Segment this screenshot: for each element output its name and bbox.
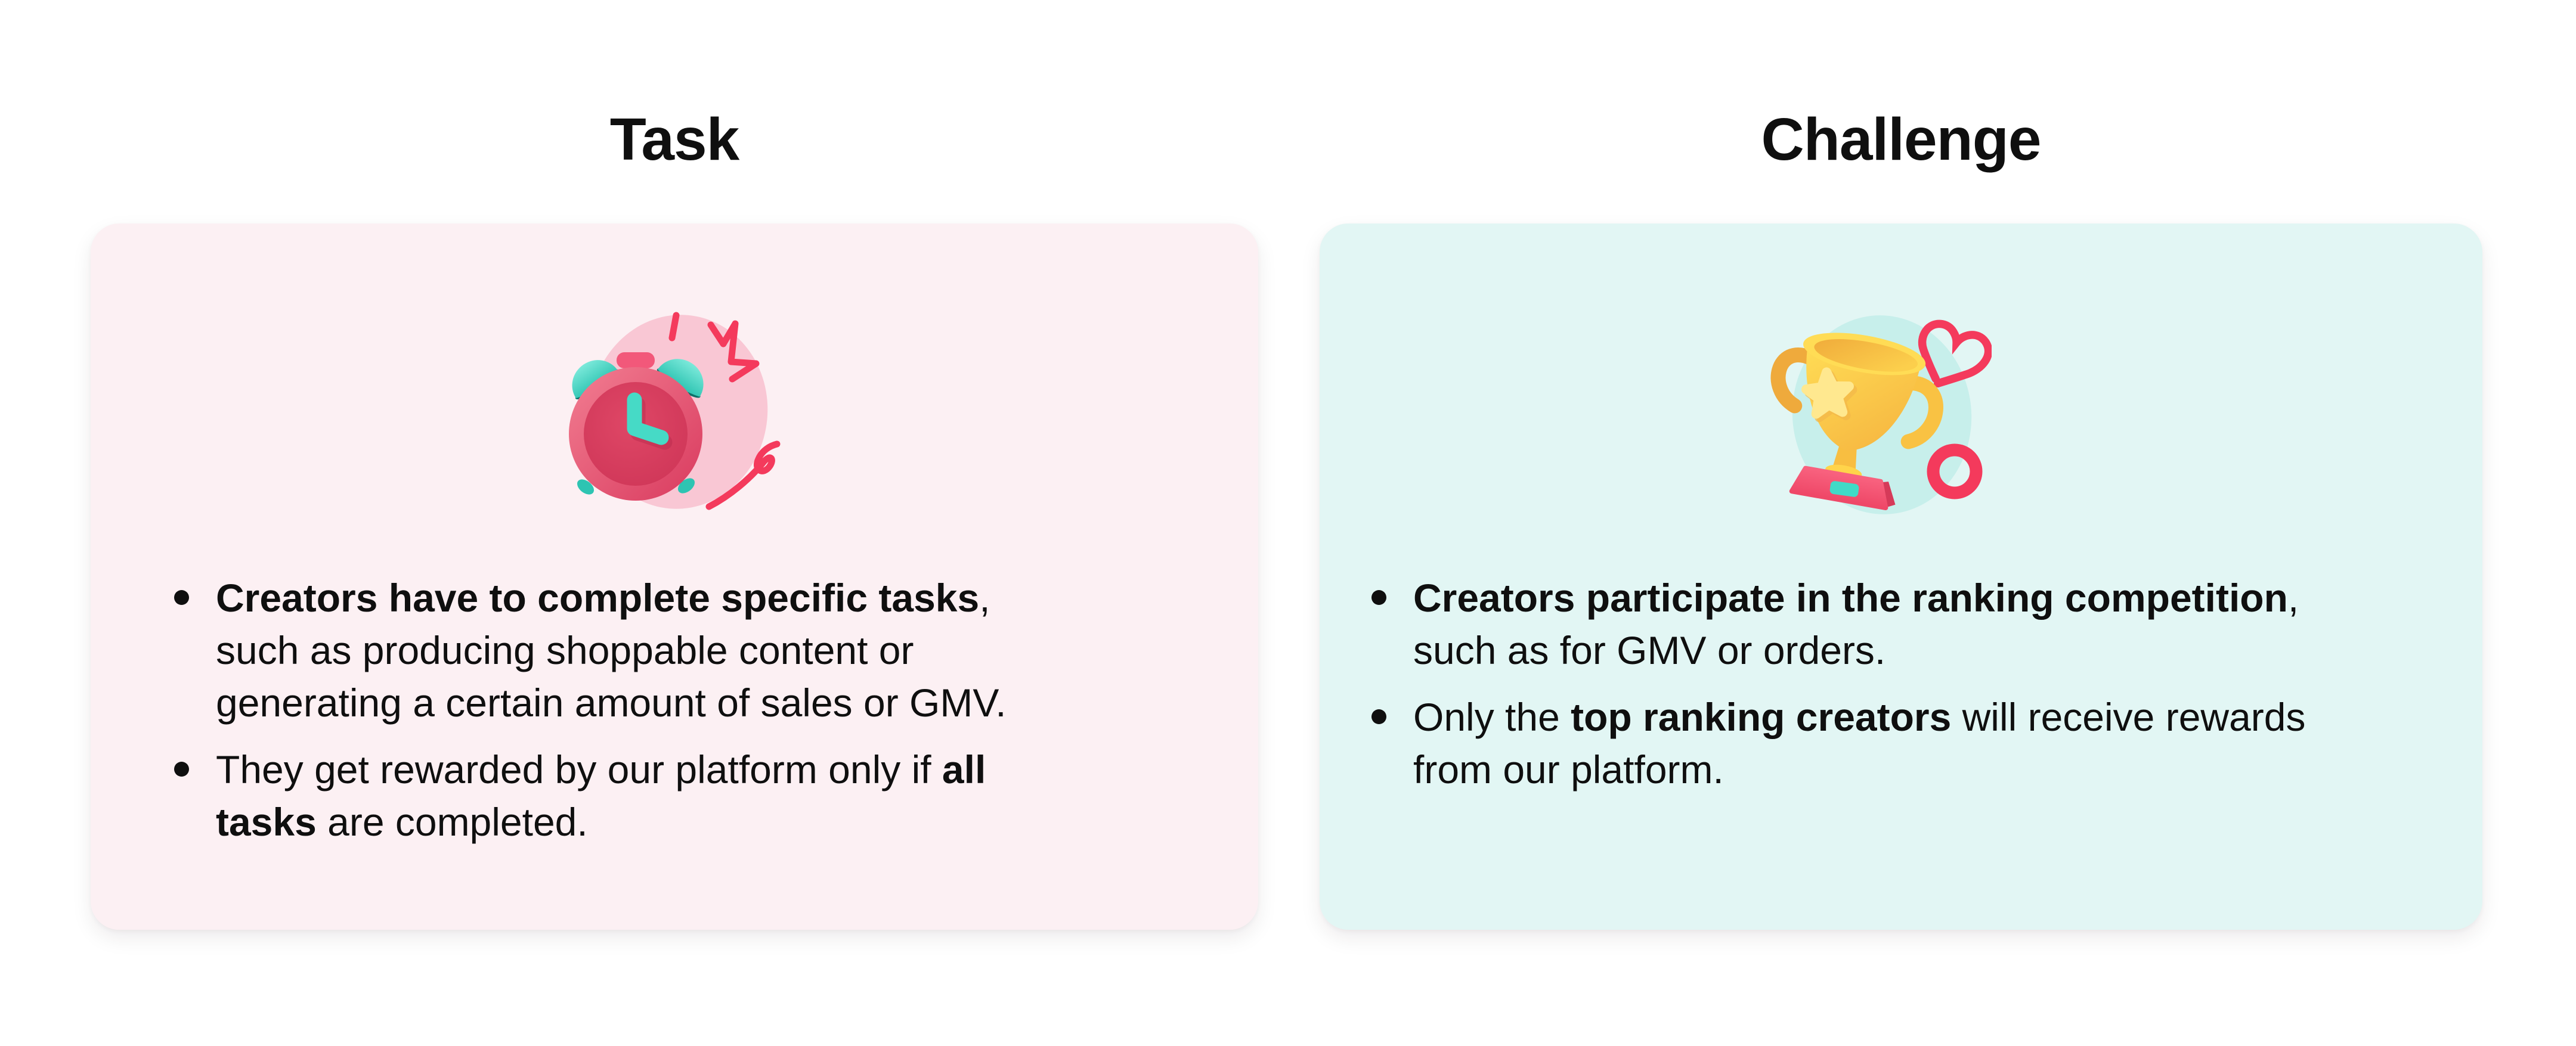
text-run: , <box>2287 576 2299 620</box>
text-run: from our platform. <box>1413 747 1724 792</box>
bullet-list: Creators have to complete specific tasks… <box>174 572 1007 848</box>
ring-doodle-icon <box>1927 443 1983 499</box>
text-run: Only the <box>1413 695 1571 739</box>
challenge-title: Challenge <box>1761 106 2042 173</box>
trophy-icon <box>1770 333 1943 511</box>
squiggle-doodle-icon <box>705 440 781 510</box>
text-run: all <box>942 747 986 792</box>
bullet-line: such as producing shoppable content or <box>216 624 1007 676</box>
text-run: top ranking creators <box>1571 695 1952 739</box>
trophy-plaque <box>1829 481 1859 497</box>
alarm-clock-icon <box>569 352 704 501</box>
bullet-line: Only the top ranking creators will recei… <box>1413 691 2305 743</box>
text-run: Creators participate in the ranking comp… <box>1413 576 2288 620</box>
text-run: Creators have to complete specific tasks <box>216 576 980 620</box>
text-run: such as producing shoppable content or <box>216 628 914 672</box>
bullet-line: from our platform. <box>1413 743 2305 796</box>
trophy-base <box>1789 465 1896 511</box>
clock-hands-icon <box>627 392 669 445</box>
trophy-star-icon <box>1801 367 1857 423</box>
bullet-item: Creators have to complete specific tasks… <box>174 572 1007 729</box>
task-card: Creators have to complete specific tasks… <box>91 224 1258 930</box>
text-run: will receive rewards <box>1951 695 2306 739</box>
bullet-item: They get rewarded by our platform only i… <box>174 743 1007 848</box>
bullet-line: They get rewarded by our platform only i… <box>216 743 1007 796</box>
bullet-item: Only the top ranking creators will recei… <box>1371 691 2305 796</box>
text-run: They get rewarded by our platform only i… <box>216 747 942 792</box>
heart-doodle-icon <box>1918 319 1992 388</box>
zigzag-doodle-icon <box>707 320 760 383</box>
alarm-clock-illustration <box>569 312 781 510</box>
bullet-line: such as for GMV or orders. <box>1413 624 2305 676</box>
challenge-column: Challenge <box>1320 0 2482 1046</box>
bullet-line: generating a certain amount of sales or … <box>216 676 1007 729</box>
text-run: generating a certain amount of sales or … <box>216 681 1007 725</box>
trophy-cup-body <box>1806 346 1921 451</box>
bullet-item: Creators participate in the ranking comp… <box>1371 572 2305 676</box>
trophy-left-handle <box>1770 347 1818 414</box>
text-run: such as for GMV or orders. <box>1413 628 1886 672</box>
bullet-list: Creators participate in the ranking comp… <box>1371 572 2305 796</box>
trophy-rim-inner <box>1814 339 1918 372</box>
tick-doodle-icon <box>668 312 680 342</box>
task-column: Task <box>91 0 1258 1046</box>
bullet-line: Creators have to complete specific tasks… <box>216 572 1007 624</box>
trophy-illustration <box>1770 315 1992 514</box>
text-run: tasks <box>216 800 317 844</box>
bullet-line: Creators participate in the ranking comp… <box>1413 572 2305 624</box>
challenge-card: Creators participate in the ranking comp… <box>1320 224 2482 930</box>
trophy-right-handle <box>1900 375 1943 449</box>
text-run: are completed. <box>316 800 588 844</box>
task-title: Task <box>609 106 740 173</box>
bullet-line: tasks are completed. <box>216 796 1007 848</box>
text-run: , <box>979 576 990 620</box>
